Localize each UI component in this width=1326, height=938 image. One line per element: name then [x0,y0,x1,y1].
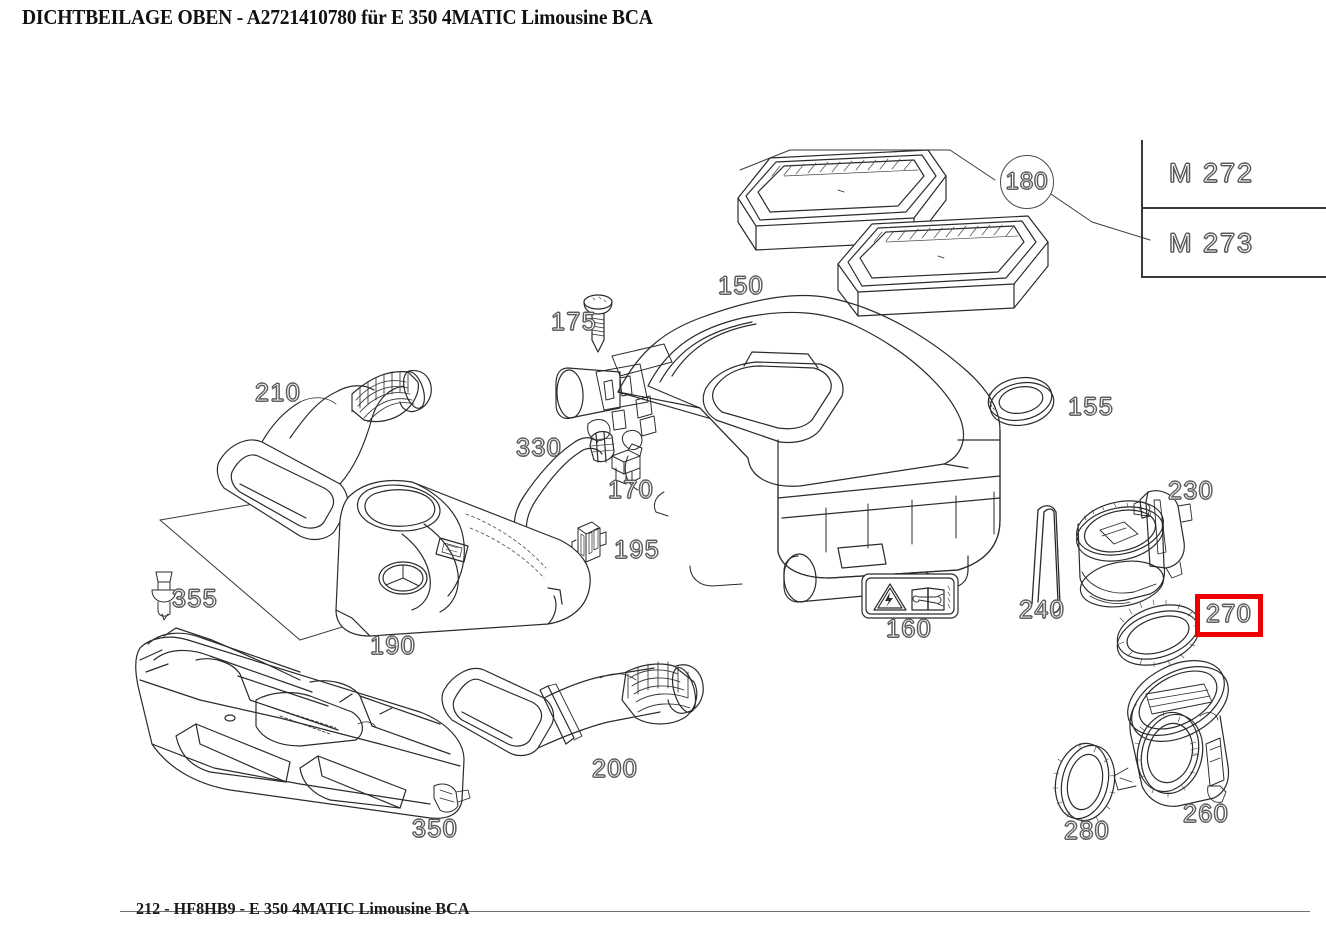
part-sealing-ring-280 [1052,742,1116,824]
callout-intake-elbow-housing-260[interactable]: 260 [1182,800,1230,829]
footer-caption: 212 - HF8HB9 - E 350 4MATIC Limousine BC… [136,899,470,918]
variant-row-m272: M 272 [1143,140,1326,209]
part-intake-duct-200 [441,661,704,757]
callout-retaining-clip-170[interactable]: 170 [607,476,655,505]
part-screw-175 [583,294,613,353]
part-air-filter-housing-150 [555,294,1001,603]
part-sealing-ring-155 [987,376,1055,427]
callout-air-filter-element-180[interactable]: 180 [1000,155,1054,209]
part-retaining-clip-170 [611,443,643,485]
callout-engine-cover-190[interactable]: 190 [369,632,417,661]
callout-intake-duct-right-200[interactable]: 200 [591,755,639,784]
variant-label-m272: M 272 [1168,158,1255,189]
part-sealing-ring-270 [1116,599,1200,668]
callout-throttle-valve-assembly-230[interactable]: 230 [1167,477,1215,506]
callout-sealing-ring-lower-280[interactable]: 280 [1063,817,1111,846]
callout-wire-clip-240[interactable]: 240 [1018,596,1066,625]
variant-label-m273: M 273 [1168,228,1255,259]
callout-sealing-ring-upper-270[interactable]: 270 [1195,594,1264,637]
callout-number-180: 180 [1005,168,1049,196]
part-air-filter-elements-180 [737,149,1049,317]
part-intake-duct-210 [216,369,432,541]
callout-number-270: 270 [1205,600,1253,629]
part-engine-cover-190 [335,479,591,637]
callout-air-filter-housing-150[interactable]: 150 [717,272,765,301]
callout-vent-hose-330[interactable]: 330 [515,434,563,463]
page-title: DICHTBEILAGE OBEN - A2721410780 für E 35… [22,5,653,29]
part-warning-label-160 [861,573,959,619]
callout-intake-duct-left-210[interactable]: 210 [254,379,302,408]
part-air-guide-350 [135,627,471,819]
callout-air-guide-assembly-350[interactable]: 350 [411,815,459,844]
callout-electrical-connector-195[interactable]: 195 [613,536,661,565]
part-throttle-valve-230 [1076,490,1193,608]
part-wire-clip-240 [1031,505,1061,614]
part-intake-elbow-260 [1113,660,1230,807]
callout-screw-175[interactable]: 175 [550,308,598,337]
callout-sealing-ring-155[interactable]: 155 [1067,393,1115,422]
part-rivet-355 [151,571,177,621]
callout-warning-label-160[interactable]: 160 [885,615,933,644]
callout-expanding-rivet-355[interactable]: 355 [171,585,219,614]
footer-divider [120,911,1310,912]
engine-variant-legend: M 272 M 273 [1141,140,1326,278]
variant-row-m273: M 273 [1143,209,1326,278]
